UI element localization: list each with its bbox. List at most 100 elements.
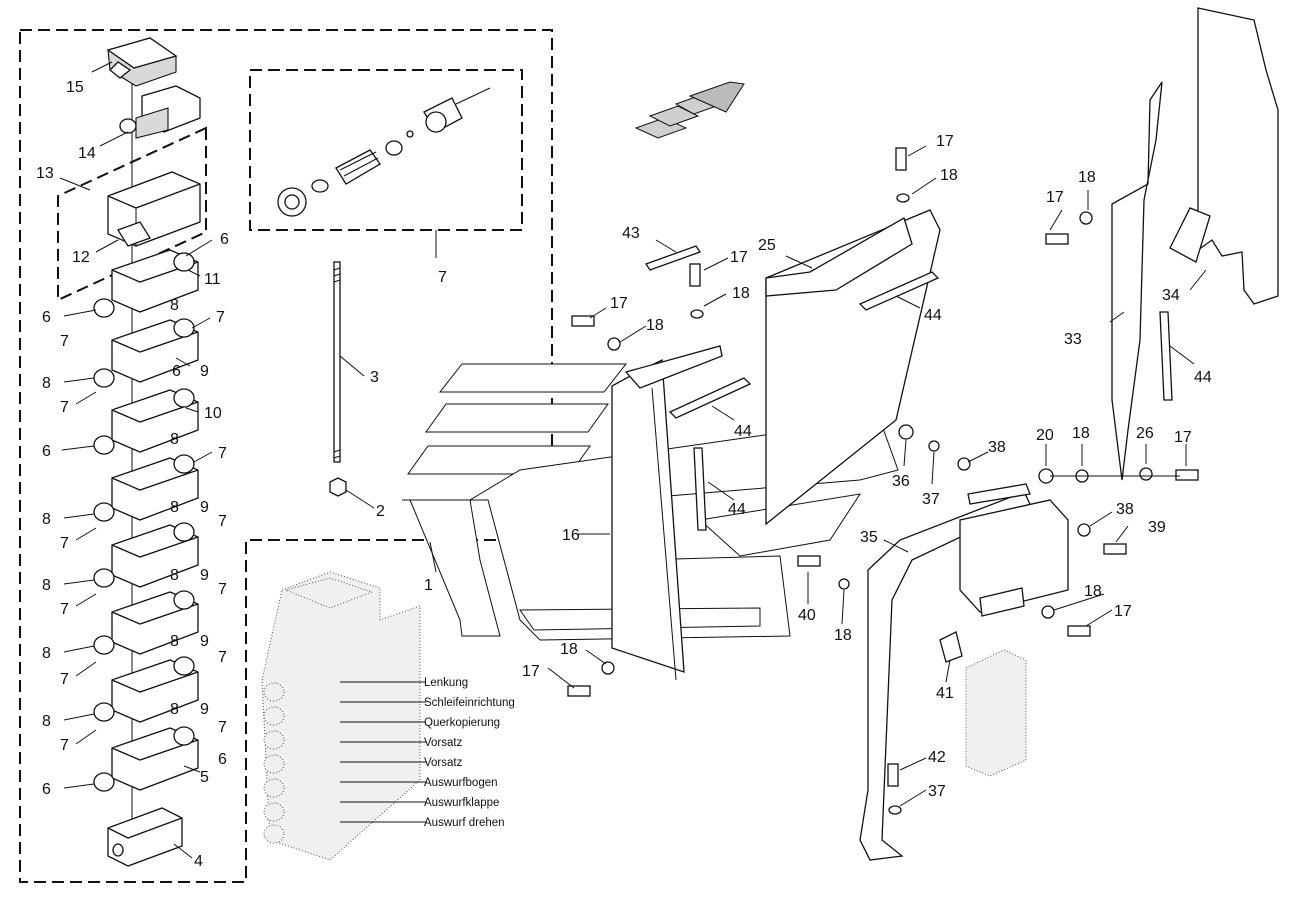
callout-6: 6 [218, 751, 227, 768]
callout-33: 33 [1064, 331, 1082, 348]
callout-8: 8 [170, 701, 179, 718]
callout-8: 8 [42, 713, 51, 730]
callout-17: 17 [936, 133, 954, 150]
strip-44d [1159, 311, 1173, 401]
callout-5: 5 [200, 769, 209, 786]
end-plate-4 [107, 807, 183, 867]
callout-18: 18 [1084, 583, 1102, 600]
callout-25: 25 [758, 237, 776, 254]
callout-6: 6 [42, 443, 51, 460]
callout-37: 37 [928, 783, 946, 800]
callout-42: 42 [928, 749, 946, 766]
callout-7: 7 [218, 445, 227, 462]
callout-38: 38 [988, 439, 1006, 456]
callout-39: 39 [1148, 519, 1166, 536]
valve-block-overview [261, 571, 421, 861]
callout-6: 6 [172, 363, 181, 380]
spool-section-1 [93, 249, 199, 318]
callout-7: 7 [218, 513, 227, 530]
callout-17: 17 [610, 295, 628, 312]
callout-15: 15 [66, 79, 84, 96]
connector-plug-15 [106, 37, 178, 87]
spool-section-5 [93, 522, 199, 588]
callout-34: 34 [1162, 287, 1180, 304]
callout-18: 18 [732, 285, 750, 302]
callout-7: 7 [60, 333, 69, 350]
function-label: Auswurfklappe [424, 797, 499, 809]
callout-11: 11 [204, 271, 221, 288]
function-label: Vorsatz [424, 757, 463, 769]
callout-7: 7 [60, 535, 69, 552]
callout-6: 6 [42, 309, 51, 326]
spool-section-8 [93, 726, 199, 792]
valve-block-small [965, 649, 1027, 777]
callout-7: 7 [218, 649, 227, 666]
callout-17: 17 [730, 249, 748, 266]
callout-44: 44 [728, 501, 746, 518]
callout-7: 7 [60, 737, 69, 754]
callout-10: 10 [204, 405, 222, 422]
callout-6: 6 [220, 231, 229, 248]
strip-43 [644, 245, 702, 271]
callout-7: 7 [60, 601, 69, 618]
callout-44: 44 [734, 423, 752, 440]
callout-13: 13 [36, 165, 54, 182]
callout-18: 18 [560, 641, 578, 658]
tie-rod-3 [333, 261, 341, 463]
callout-8: 8 [170, 499, 179, 516]
nut-2 [329, 477, 347, 497]
function-label: Vorsatz [424, 737, 463, 749]
detail-13-boundary [57, 126, 207, 302]
callout-8: 8 [42, 511, 51, 528]
callout-18: 18 [834, 627, 852, 644]
valve-assembly-boundary [19, 29, 553, 883]
callout-17: 17 [522, 663, 540, 680]
callout-9: 9 [200, 567, 209, 584]
callout-6: 6 [42, 781, 51, 798]
callout-36: 36 [892, 473, 910, 490]
fasteners [567, 147, 1199, 815]
valve-block-13 [107, 171, 201, 247]
valve-stack [93, 37, 201, 867]
callout-8: 8 [170, 297, 179, 314]
callout-1: 1 [424, 577, 433, 594]
callout-35: 35 [860, 529, 878, 546]
callout-37: 37 [922, 491, 940, 508]
callout-26: 26 [1136, 425, 1154, 442]
callout-9: 9 [200, 499, 209, 516]
function-label: Auswurf drehen [424, 817, 505, 829]
panel-33 [1111, 81, 1163, 481]
solenoid-14 [119, 85, 201, 139]
callout-38: 38 [1116, 501, 1134, 518]
detail-7-boundary [249, 69, 523, 231]
strip-44a [668, 377, 752, 419]
function-label: Auswurfbogen [424, 777, 498, 789]
callout-41: 41 [936, 685, 954, 702]
valve-kit-detail-7 [277, 87, 491, 217]
callout-44: 44 [924, 307, 942, 324]
callout-7: 7 [218, 719, 227, 736]
callout-40: 40 [798, 607, 816, 624]
function-label: Querkopierung [424, 717, 500, 729]
side-panel-16 [611, 345, 723, 681]
strip-44b [858, 271, 940, 311]
callout-14: 14 [78, 145, 96, 162]
frame-35 [859, 483, 1069, 861]
function-label: Schleifeinrichtung [424, 697, 515, 709]
function-label: Lenkung [424, 677, 468, 689]
callout-16: 16 [562, 527, 580, 544]
valve-function-labels: Lenkung Schleifeinrichtung Querkopierung… [424, 677, 515, 829]
callout-9: 9 [200, 701, 209, 718]
callout-7: 7 [218, 581, 227, 598]
callout-8: 8 [42, 645, 51, 662]
callout-12: 12 [72, 249, 90, 266]
spool-section-7 [93, 656, 199, 723]
callout-8: 8 [170, 431, 179, 448]
callout-7: 7 [216, 309, 225, 326]
callout-43: 43 [622, 225, 640, 242]
direction-arrow [634, 81, 745, 139]
strip-44c [693, 447, 707, 531]
spool-section-6 [93, 590, 199, 655]
callout-17: 17 [1174, 429, 1192, 446]
